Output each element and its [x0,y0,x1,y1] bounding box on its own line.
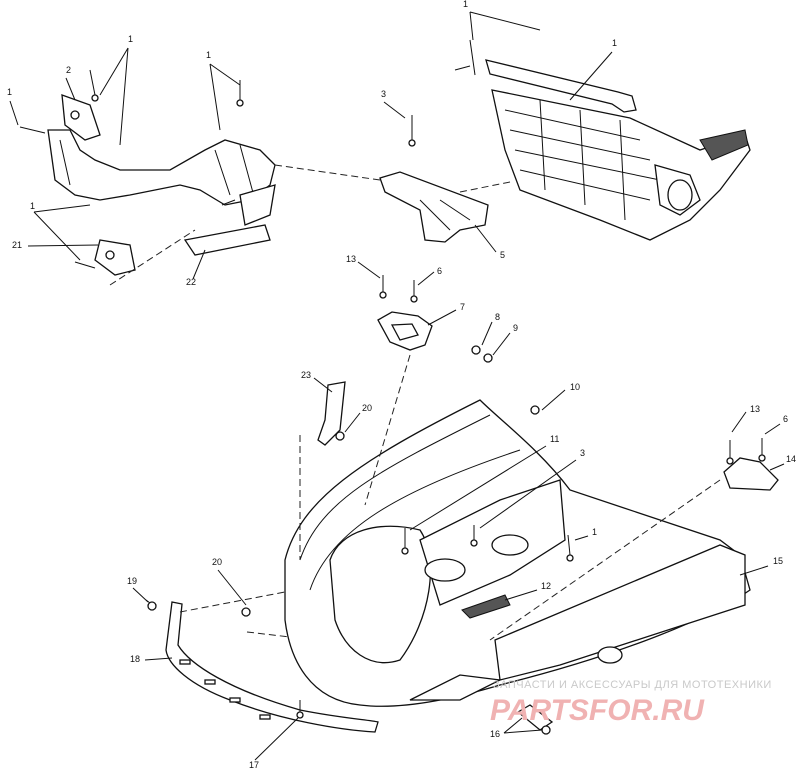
callout-c-13-b: 13 [750,404,760,414]
front-suspension-bracket [47,94,276,276]
callout-c-20-a: 20 [362,403,372,413]
callout-c-16: 16 [490,729,500,739]
callout-c-15: 15 [773,556,783,566]
callout-c-1-c: 1 [128,34,133,44]
callout-c-1-f: 1 [30,201,35,211]
callout-c-1-g: 1 [592,527,597,537]
callout-c-1-a: 1 [463,0,468,9]
callout-c-1-b: 1 [612,38,617,48]
bumper-18 [165,601,379,733]
callout-c-6-b: 6 [783,414,788,424]
callout-c-11: 11 [550,434,559,444]
chassis-frame [454,39,751,241]
watermark: ЗАПЧАСТИ И АКСЕССУАРЫ ДЛЯ МОТОТЕХНИКИ PA… [490,679,772,727]
callout-c-19: 19 [127,576,137,586]
callout-c-3-b: 3 [580,448,585,458]
callout-c-23: 23 [301,370,311,380]
callout-c-20-b: 20 [212,557,222,567]
callout-c-10: 10 [570,382,580,392]
callout-c-2: 2 [66,65,71,75]
callout-c-9: 9 [513,323,518,333]
callout-c-14: 14 [786,454,796,464]
part-23 [317,381,346,446]
callout-c-5: 5 [500,250,505,260]
callout-c-22: 22 [186,277,196,287]
nose-pan [284,399,751,707]
callout-c-17: 17 [249,760,259,770]
part-16 [516,704,554,735]
part-14 [723,457,779,491]
watermark-subtitle: ЗАПЧАСТИ И АКСЕССУАРЫ ДЛЯ МОТОТЕХНИКИ [493,679,772,691]
leader-lines [9,11,785,761]
callout-c-1-d: 1 [7,87,12,97]
callout-c-1-e: 1 [206,50,211,60]
fasteners [19,69,766,719]
callout-c-21: 21 [12,240,22,250]
callout-c-12: 12 [541,581,551,591]
callout-c-8: 8 [495,312,500,322]
support-bracket-5 [379,171,489,243]
callout-c-3-a: 3 [381,89,386,99]
watermark-logo: PARTSFOR.RU [490,694,705,727]
callout-c-7: 7 [460,302,465,312]
callout-c-18: 18 [130,654,140,664]
assembly-lines [109,164,721,641]
callout-c-13-a: 13 [346,254,356,264]
part-7 [377,311,433,351]
callout-c-6-a: 6 [437,266,442,276]
